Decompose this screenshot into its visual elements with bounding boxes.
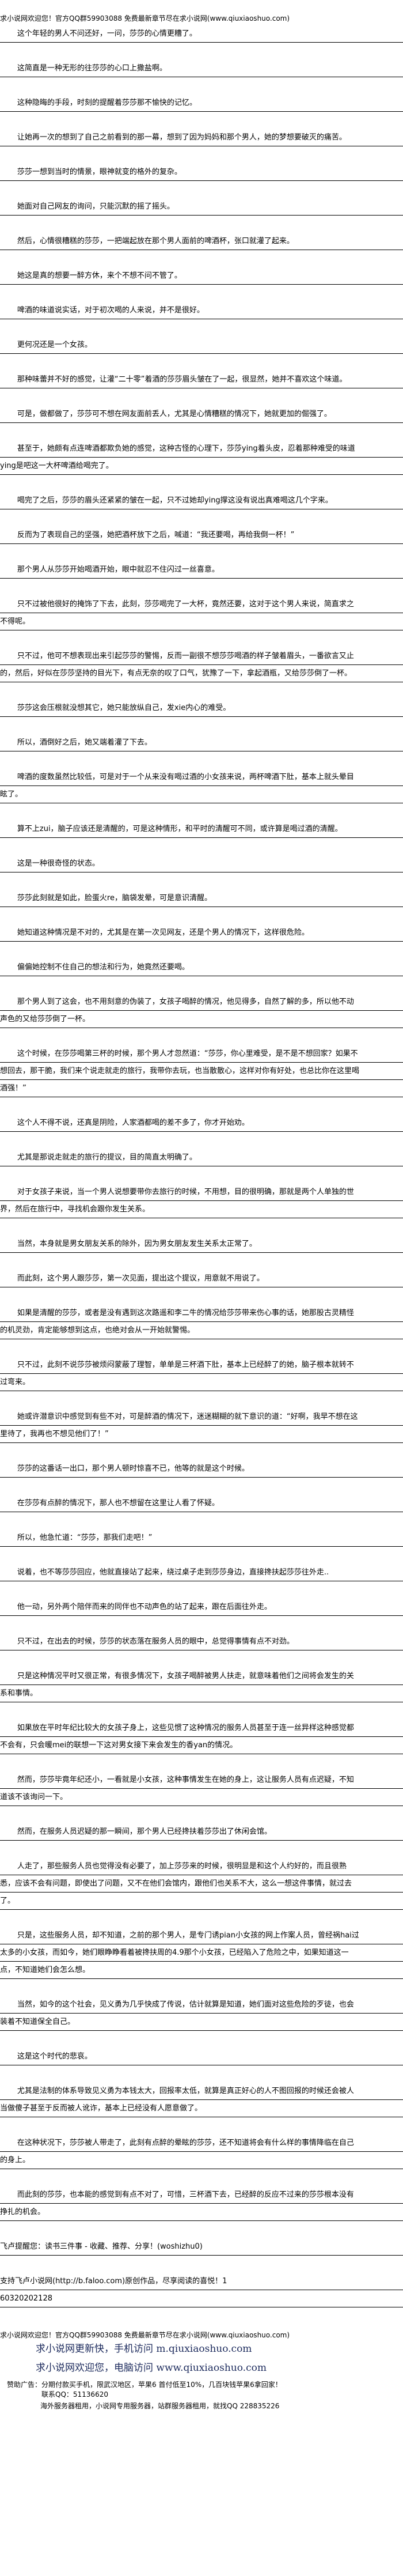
paragraph: 在这种状况下，莎莎被人带走了，此刻有点醉的晕眩的莎莎，还不知道将会有什么样的事情… [0, 2135, 403, 2169]
paragraph: 只不过被他很好的掩饰了下去，此刻，莎莎喝完了一大杯，竟然还要，这对于这个男人来说… [0, 596, 403, 630]
paragraph: 这种隐晦的手段，时刻的提醒着莎莎那不愉快的记忆。 [0, 95, 403, 112]
paragraph: 莎莎这会压根就没想其它，她只能放纵自己，发xie内心的难受。 [0, 700, 403, 717]
paragraph: 可是，做都做了，莎莎可不想在网友面前丢人，尤其是心情糟糕的情况下，她就更加的倔强… [0, 406, 403, 423]
page-footer: 求小说网欢迎您！官方QQ群59903088 免费最新章节尽在求小说网(www.q… [0, 2331, 403, 2411]
paragraph: 说着，也不等莎莎回应，他就直接站了起来，绕过桌子走到莎莎身边，直接搀扶起莎莎往外… [0, 1564, 403, 1581]
paragraph: 对于女孩子来说，当一个男人说想要带你去旅行的时候，不用想，目的很明确，那就是两个… [0, 1184, 403, 1218]
paragraph: 莎莎一想到当时的情景，眼神就变的格外的复杂。 [0, 164, 403, 181]
paragraph: 而此刻的莎莎，也本能的感觉到有点不对了，可惜，三杯酒下去，已经醉的反应不过来的莎… [0, 2186, 403, 2221]
paragraph: 啤酒的度数虽然比较低，可是对于一个从来没有喝过酒的小女孩来说，两杯啤酒下肚，基本… [0, 769, 403, 803]
paragraph: 只不过，此刻不说莎莎被烦闷蒙蔽了理智，单单是三杯酒下肚，基本上已经醉了的她，脑子… [0, 1357, 403, 1391]
faloo-support-link[interactable]: 支持飞卢小说网(http://b.faloo.com)原创作品，尽享阅读的喜悦！… [0, 2273, 403, 2290]
paragraph: 在莎莎有点醉的情况下，那人也不想留在这里让人看了怀疑。 [0, 1495, 403, 1512]
paragraph: 让她再一次的想到了自己之前看到的那一幕，想到了因为妈妈和那个男人，她的梦想要破灭… [0, 129, 403, 146]
paragraph: 这是这个时代的悲哀。 [0, 2048, 403, 2065]
paragraph: 然而，在服务人员迟疑的那一瞬间，那个男人已经搀扶着莎莎出了休闲会馆。 [0, 1823, 403, 1841]
site-banner-bottom: 求小说网欢迎您！官方QQ群59903088 免费最新章节尽在求小说网(www.q… [0, 2331, 290, 2339]
paragraph: 当然，如今的这个社会，见义勇为几乎快成了传说，估计就算是知道，她们面对这些危险的… [0, 1996, 403, 2031]
paragraph: 如果放在平时年纪比较大的女孩子身上，这些见惯了这种情况的服务人员甚至于连一丝异样… [0, 1720, 403, 1754]
paragraph: 这个时候，在莎莎喝第三杯的时候，那个男人才忽然道：“莎莎，你心里难受，是不是不想… [0, 1045, 403, 1097]
paragraph: 他一动，另外两个陪伴而来的同伴也不动声色的站了起来，跟在后面往外走。 [0, 1599, 403, 1616]
chapter-content: 这个年轻的男人不问还好，一问，莎莎的心情更糟了。这简直是一种无形的往莎莎的心口上… [0, 25, 403, 2307]
paragraph: 只不过，他可不想表现出来引起莎莎的警惕，反而一副很不想莎莎喝酒的样子皱着眉头，一… [0, 648, 403, 682]
paragraph: 这简直是一种无形的往莎莎的心口上撒盐啊。 [0, 60, 403, 77]
paragraph: 人走了，那些服务人员也觉得没有必要了，加上莎莎来的时候，很明显是和这个人约好的，… [0, 1858, 403, 1910]
paragraph: 所以，他急忙道：“莎莎，那我们走吧！” [0, 1529, 403, 1547]
paragraph: 当然，本身就是男女朋友关系的除外，因为男女朋友发生关系太正常了。 [0, 1236, 403, 1253]
paragraph: 只是这种情况平时又很正常，有很多情况下，女孩子喝醉被男人扶走，就意味着他们之间将… [0, 1668, 403, 1702]
mobile-promo-link[interactable]: 求小说网更新快，手机访问 m.qiuxiaoshuo.com [36, 2343, 252, 2355]
paragraph: 这是一种很奇怪的状态。 [0, 855, 403, 872]
paragraph: 啤酒的味道说实话，对于初次喝的人来说，并不是很好。 [0, 302, 403, 319]
paragraph: 甚至于，她颇有点连啤酒都欺负她的感觉，这种古怪的心理下，莎莎ying着头皮，忍着… [0, 440, 403, 475]
paragraph: 莎莎的这番话一出口，那个男人顿时惊喜不已，他等的就是这个时候。 [0, 1460, 403, 1478]
paragraph: 那个男人到了这会，也不用刻意的伪装了，女孩子喝醉的情况，他见得多，自然了解的多，… [0, 994, 403, 1028]
paragraph: 她知道这种情况是不对的，尤其是在第一次见网友，还是个男人的情况下，这样很危险。 [0, 924, 403, 942]
paragraph: 她或许潜意识中感觉到有些不对，可是醉酒的情况下，迷迷糊糊的就下意识的道：“好啊，… [0, 1408, 403, 1443]
paragraph: 这个年轻的男人不问还好，一问，莎莎的心情更糟了。 [0, 25, 403, 43]
paragraph: 莎莎此刻就是如此，脸蛋火re，脑袋发晕，可是意识清醒。 [0, 890, 403, 907]
paragraph: 她这是真的想要一醉方休，来个不想不问不管了。 [0, 267, 403, 285]
paragraph: 如果是清醒的莎莎，或者是没有遇到这次路遥和李二牛的情况给莎莎带来伤心事的话，她那… [0, 1305, 403, 1339]
paragraph: 然后，心情很糟糕的莎莎，一把端起放在那个男人面前的啤酒杯，张口就灌了起来。 [0, 233, 403, 250]
pc-promo-link[interactable]: 求小说网欢迎您，电脑访问 www.qiuxiaoshuo.com [36, 2362, 267, 2374]
paragraph: 喝完了之后，莎莎的眉头还紧紧的皱在一起，只不过她却ying撑这没有说出真难喝这几… [0, 492, 403, 509]
paragraph: 所以，酒倒好之后，她又端着灌了下去。 [0, 734, 403, 751]
chapter-note: 飞卢提醒您：读书三件事 - 收藏、推荐、分享！(woshizhu0) [0, 2238, 403, 2256]
paragraph: 反而为了表现自己的坚强，她把酒杯放下之后，喊道：“我还要喝，再给我倒一杯！” [0, 527, 403, 544]
sponsor-contact: 联系QQ：51136620 [41, 2390, 108, 2399]
paragraph: 然而，莎莎毕竟年纪还小，一看就是小女孩，这种事情发生在她的身上，这让服务人员有点… [0, 1772, 403, 1806]
chapter-note: 60320202128 [0, 2290, 403, 2307]
paragraph: 那种味蕾并不好的感觉，让灌“二十零”着酒的莎莎眉头皱在了一起，很显然，她并不喜欢… [0, 371, 403, 388]
paragraph: 偏偏她控制不住自己的想法和行为，她竟然还要喝。 [0, 959, 403, 976]
paragraph: 算不上zui，脑子应该还是清醒的，可是这种情形，和平时的清醒可不同，或许算是喝过… [0, 821, 403, 838]
paragraph: 尤其是法制的体系导致见义勇为本钱太大，回报率太低，就算是真正好心的人不图回报的时… [0, 2083, 403, 2117]
paragraph: 只不过，在出去的时候，莎莎的状态落在服务人员的眼中，总觉得事情有点不对劲。 [0, 1633, 403, 1650]
paragraph: 而此刻，这个男人跟莎莎，第一次见面，提出这个提议，用意就不用说了。 [0, 1270, 403, 1287]
paragraph: 更何况还是一个女孩。 [0, 337, 403, 354]
site-banner-top: 求小说网欢迎您！官方QQ群59903088 免费最新章节尽在求小说网(www.q… [0, 14, 290, 22]
sponsor-ad[interactable]: 赞助广告：分期付款买手机，限武汉地区，苹果6 首付低至10%，几百块钱苹果6拿回… [7, 2381, 282, 2389]
paragraph: 她面对自己网友的询问，只能沉默的摇了摇头。 [0, 198, 403, 216]
paragraph: 这个人不得不说，还真是阴险，人家酒都喝的差不多了，你才开始劝。 [0, 1115, 403, 1132]
paragraph: 尤其是那说走就走的旅行的提议，目的简直太明确了。 [0, 1149, 403, 1166]
server-ad[interactable]: 海外服务器租用，小说网专用服务器，站群服务器租用，就找QQ 228835226 [40, 2402, 280, 2410]
paragraph: 只是，这些服务人员，却不知道，之前的那个男人，是专门诱pian小女孩的网上作案人… [0, 1927, 403, 1979]
paragraph: 那个男人从莎莎开始喝酒开始，眼中就忍不住闪过一丝喜意。 [0, 561, 403, 579]
